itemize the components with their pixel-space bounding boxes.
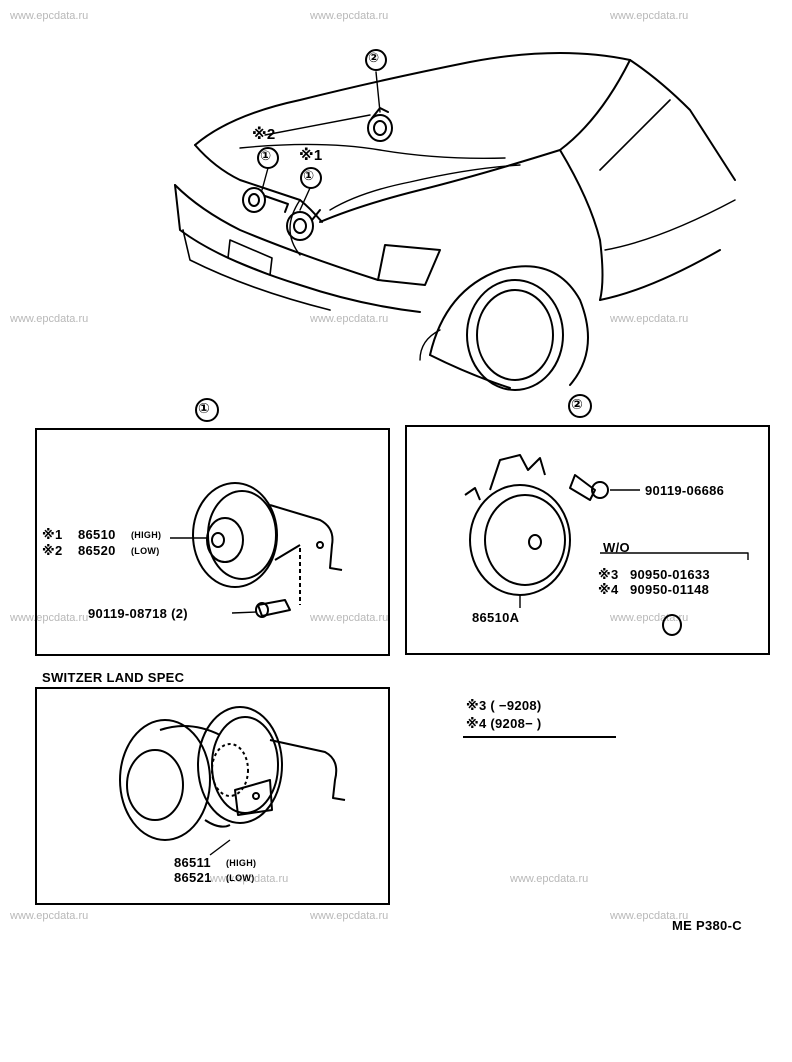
note-1-label: ※1 [299, 147, 323, 164]
panel-1-frame [35, 428, 390, 656]
watermark: www.epcdata.ru [610, 910, 689, 922]
watermark: www.epcdata.ru [310, 910, 389, 922]
panel-1-tag-low: (LOW) [131, 546, 160, 556]
switzer-tag-low: (LOW) [226, 873, 255, 883]
watermark: www.epcdata.ru [310, 612, 389, 624]
switzer-part-86521: 86521 [174, 870, 212, 885]
panel-2-frame [405, 425, 770, 655]
panel-2-callout: ② [571, 396, 584, 412]
panel-2-part-01633: 90950-01633 [630, 567, 710, 582]
panel-2-part-01148: 90950-01148 [630, 582, 710, 597]
date-note-3: ※3 ( −9208) [466, 698, 542, 713]
switzer-title: SWITZER LAND SPEC [42, 670, 185, 685]
watermark: www.epcdata.ru [510, 873, 589, 885]
watermark: www.epcdata.ru [10, 910, 89, 922]
panel-2-mark-4: ※4 [598, 582, 619, 597]
note-2-label: ※2 [252, 126, 276, 143]
watermark: www.epcdata.ru [310, 10, 389, 22]
callout-2-top: ② [368, 50, 380, 65]
panel-1-part-86520: 86520 [78, 543, 116, 558]
watermark: www.epcdata.ru [310, 313, 389, 325]
panel-1-callout: ① [198, 400, 211, 416]
switzer-part-86511: 86511 [174, 855, 211, 870]
callout-1-left: ① [260, 148, 272, 163]
panel-2-mark-3: ※3 [598, 567, 619, 582]
panel-1-part-86510: 86510 [78, 527, 116, 542]
panel-2-bolt-part: 90119-06686 [645, 483, 725, 498]
switzer-frame [35, 687, 390, 905]
panel-1-mark-1: ※1 [42, 527, 63, 542]
panel-1-bolt-part: 90119-08718 (2) [88, 606, 188, 621]
watermark: www.epcdata.ru [10, 10, 89, 22]
panel-2-wo-label: W/O [603, 540, 630, 555]
watermark: www.epcdata.ru [10, 612, 89, 624]
callout-1-right: ① [303, 168, 315, 183]
watermark: www.epcdata.ru [610, 10, 689, 22]
date-notes-underline [463, 736, 616, 738]
page-code: ME P380-C [672, 918, 742, 933]
panel-2-horn-part: 86510A [472, 610, 520, 625]
date-note-4: ※4 (9208− ) [466, 716, 542, 731]
watermark: www.epcdata.ru [210, 873, 289, 885]
watermark: www.epcdata.ru [10, 313, 89, 325]
switzer-tag-high: (HIGH) [226, 858, 257, 868]
watermark: www.epcdata.ru [610, 313, 689, 325]
panel-1-mark-2: ※2 [42, 543, 63, 558]
panel-1-tag-high: (HIGH) [131, 530, 162, 540]
